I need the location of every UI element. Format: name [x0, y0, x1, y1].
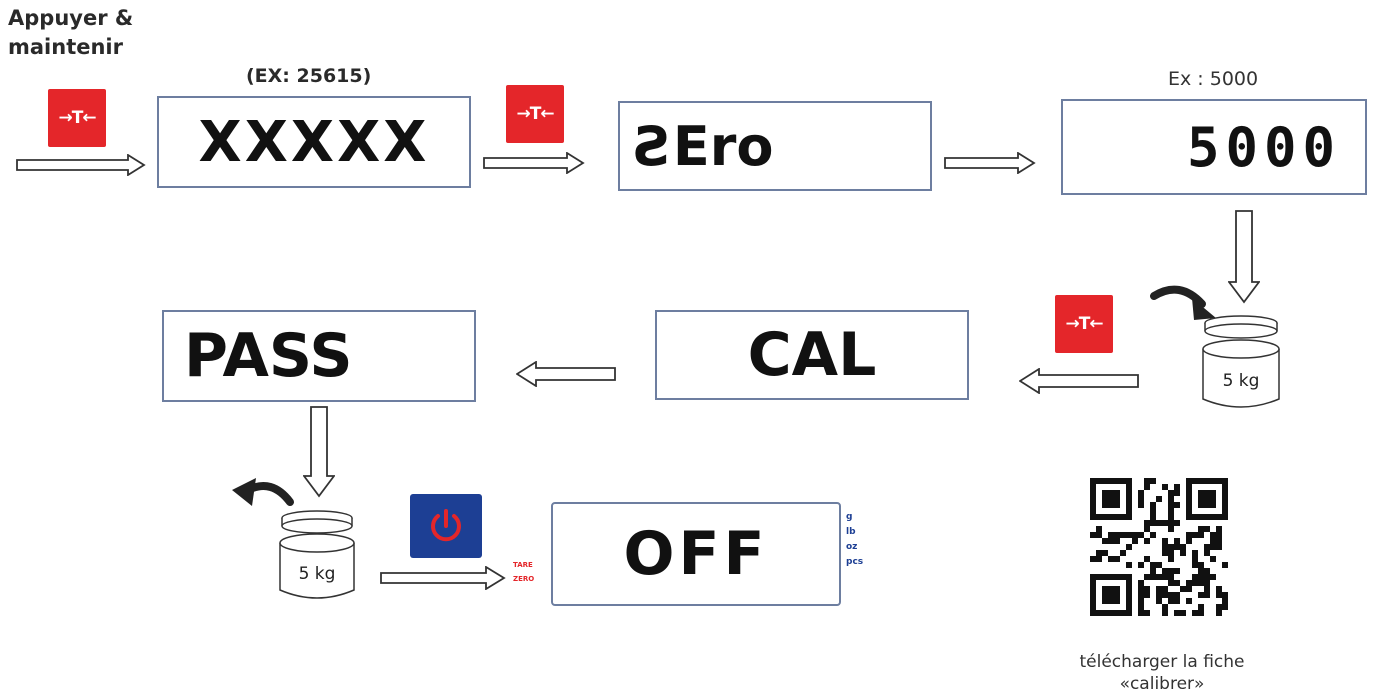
download-caption: télécharger la fiche «calibrer» [1062, 651, 1262, 695]
weight-icon-step4: 5 kg [1200, 315, 1282, 413]
lcd-value-step8: OFF [623, 519, 769, 589]
press-hold-line1: Appuyer & [8, 6, 134, 30]
weight-label-step7: 5 kg [298, 564, 336, 584]
weight-label-step4: 5 kg [1222, 371, 1260, 391]
lcd-value-step6: PASS [184, 321, 353, 391]
tare-button-1[interactable]: →T← [48, 89, 106, 147]
tare-label: TARE [513, 561, 533, 569]
arrow-right-3 [944, 152, 1036, 174]
power-icon [431, 509, 461, 542]
weight-icon-step7: 5 kg [277, 510, 357, 604]
arrow-left-1 [1019, 368, 1139, 394]
lcd-value-step2: ƧEro [634, 114, 774, 178]
lcd-display-step8: OFF [551, 502, 841, 606]
remove-weight-arrow-icon [228, 472, 298, 521]
tare-zero-labels: TARE ZERO [513, 558, 534, 586]
download-line1: télécharger la fiche [1079, 652, 1245, 672]
lcd-value-step5: CAL [747, 320, 877, 390]
tare-icon: →T← [58, 108, 96, 128]
unit-pcs: pcs [846, 557, 864, 567]
press-hold-label: Appuyer & maintenir [8, 4, 133, 62]
zero-label: ZERO [513, 575, 535, 583]
unit-lb: lb [846, 527, 856, 537]
tare-button-2[interactable]: →T← [506, 85, 564, 143]
unit-oz: oz [846, 542, 858, 552]
download-line2: «calibrer» [1119, 674, 1205, 694]
tare-icon: →T← [1065, 314, 1103, 334]
qr-code-icon[interactable] [1088, 478, 1238, 621]
unit-g: g [846, 512, 853, 522]
lcd-display-step6: PASS [162, 310, 476, 402]
lcd-value-step1: XXXXX [198, 109, 430, 175]
tare-icon: →T← [516, 104, 554, 124]
arrow-right-4 [380, 566, 506, 590]
step1-example: (EX: 25615) [246, 65, 372, 87]
arrow-down-2 [303, 406, 335, 498]
lcd-display-step3: 5000 [1061, 99, 1367, 195]
lcd-display-step1: XXXXX [157, 96, 471, 188]
step3-example: Ex : 5000 [1168, 68, 1259, 90]
unit-labels: g lb oz pcs [846, 510, 863, 570]
arrow-right-1 [16, 154, 146, 176]
lcd-display-step5: CAL [655, 310, 969, 400]
arrow-down-1 [1228, 210, 1260, 304]
lcd-display-step2: ƧEro [618, 101, 932, 191]
arrow-right-2 [483, 152, 585, 174]
arrow-left-2 [516, 361, 616, 387]
tare-button-3[interactable]: →T← [1055, 295, 1113, 353]
place-weight-arrow-icon [1150, 282, 1220, 333]
lcd-value-step3: 5000 [1186, 115, 1341, 179]
power-button[interactable] [410, 494, 482, 558]
press-hold-line2: maintenir [8, 35, 123, 59]
